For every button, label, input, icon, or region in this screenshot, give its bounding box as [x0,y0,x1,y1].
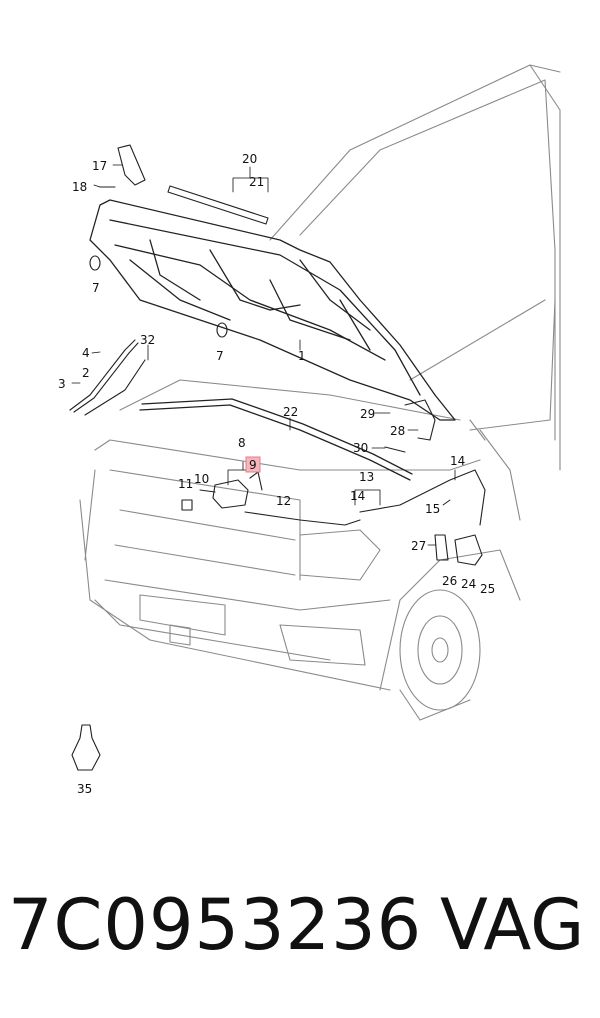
part-number: 7C0953236 [8,884,423,966]
hood-lock [199,471,263,509]
callout-21: 21 [249,175,264,189]
callout-7b: 7 [216,349,224,363]
callout-25: 25 [480,582,495,596]
callout-26: 26 [442,574,457,588]
leader-lines [71,164,456,546]
buffer-7a [89,255,101,271]
hood-seal-20 [167,185,269,225]
brand-label: VAG [440,884,585,966]
exploded-parts-diagram: 1 2 3 4 7 7 8 9 10 11 12 13 14 14 15 17 … [58,64,561,796]
callout-20: 20 [242,152,257,166]
callout-3: 3 [58,377,66,391]
callout-1: 1 [298,349,306,363]
callout-11: 11 [178,477,193,491]
callout-22: 22 [283,405,298,419]
callout-10: 10 [194,472,209,486]
prop-rod-2 [69,339,139,413]
callout-14b: 14 [450,454,465,468]
callout-7a: 7 [92,281,100,295]
callout-32: 32 [140,333,155,347]
highlight-part-9 [245,456,261,473]
seal-32 [84,359,146,416]
callout-12: 12 [276,494,291,508]
callouts: 1 2 3 4 7 7 8 9 10 11 12 13 14 14 15 17 … [58,152,495,796]
callout-35: 35 [77,782,92,796]
callout-9: 9 [249,458,257,472]
callout-13: 13 [359,470,374,484]
bracket-17 [117,144,146,186]
callout-18: 18 [72,180,87,194]
release-cable [244,469,486,526]
callout-2: 2 [82,366,90,380]
callout-4: 4 [82,346,90,360]
callout-28: 28 [390,424,405,438]
callout-29: 29 [360,407,375,421]
buffer-7b [216,322,228,338]
callout-8: 8 [238,436,246,450]
hinge-28 [404,399,436,441]
bolt-30 [384,446,406,453]
hood [89,199,456,421]
seal-22 [139,398,413,481]
callout-27: 27 [411,539,426,553]
part-11-block [181,499,193,511]
callout-30: 30 [353,441,368,455]
callout-17: 17 [92,159,107,173]
part-35-bag [71,724,101,771]
callout-24: 24 [461,577,476,591]
van-body-outline [79,64,561,721]
latch-24 [434,534,483,566]
callout-15: 15 [425,502,440,516]
callout-14a: 14 [350,489,365,503]
